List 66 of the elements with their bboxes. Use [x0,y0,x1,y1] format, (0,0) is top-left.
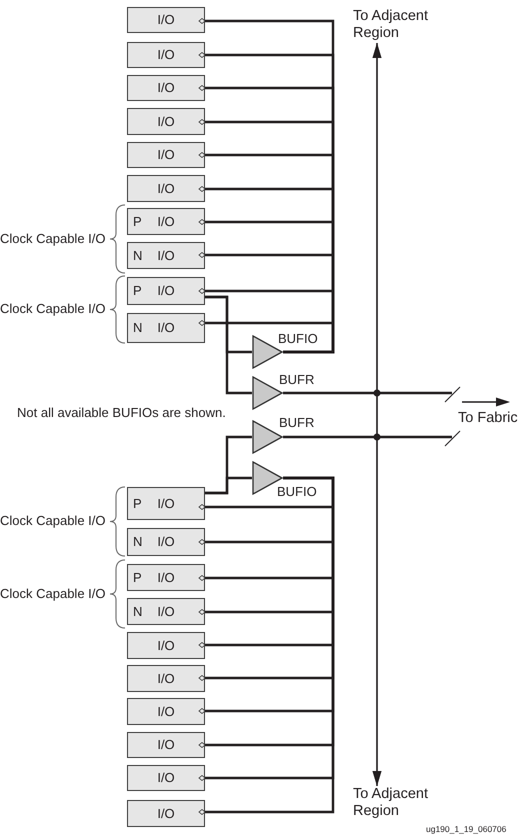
io-block [127,564,205,591]
destination-label: To Fabric [458,410,518,428]
wire [283,392,452,394]
io-label: I/O [157,12,175,27]
io-label: I/O [157,283,175,298]
io-label: I/O [157,770,175,785]
io-label: I/O [157,180,175,196]
io-label: I/O [157,534,175,549]
io-block [127,598,205,625]
destination-label: To Adjacent Region [353,8,439,43]
io-block [127,277,205,305]
io-label: I/O [157,320,175,335]
io-label: I/O [157,214,175,228]
io-block [127,313,205,343]
wire [205,476,252,494]
io-block [127,108,205,135]
io-block [127,665,205,692]
io-label: I/O [157,638,175,652]
io-block [127,632,205,659]
io-block [127,732,205,758]
polarity-label: N [133,248,142,262]
io-block [127,175,205,202]
buffer-name-label: BUFIO [277,484,317,500]
polarity-label: P [133,496,142,510]
polarity-label: P [133,283,142,298]
buffer-name-label: BUFIO [278,331,318,347]
wire [205,296,252,394]
io-block [127,42,205,68]
polarity-label: N [133,604,142,618]
polarity-label: P [133,214,142,228]
io-block [127,765,205,791]
note-text: Not all available BUFIOs are shown. [17,405,226,421]
io-block [127,800,205,827]
io-block [127,698,205,725]
buffer-name-label: BUFR [279,372,314,388]
io-label: I/O [157,670,175,686]
io-label: I/O [157,80,175,95]
io-label: I/O [157,570,175,584]
io-block [127,487,205,520]
wire [283,436,452,438]
polarity-label: N [133,320,142,335]
io-label: I/O [157,47,175,62]
io-label: I/O [157,737,175,752]
io-block [127,75,205,101]
io-label: I/O [157,114,175,128]
destination-label: To Adjacent Region [353,786,439,821]
figure-id: ug190_1_19_060706 [426,824,506,834]
group-label: Clock Capable I/O [0,586,106,602]
io-block [127,528,205,556]
polarity-label: P [133,570,142,584]
group-label: Clock Capable I/O [0,513,106,529]
io-block [127,142,205,168]
io-label: I/O [157,806,175,820]
io-label: I/O [157,248,175,262]
io-label: I/O [157,704,175,718]
io-block [127,7,205,33]
io-label: I/O [157,496,175,510]
io-block [127,208,205,235]
io-label: I/O [157,147,175,162]
io-label: I/O [157,604,175,618]
group-label: Clock Capable I/O [0,301,106,317]
polarity-label: N [133,534,142,549]
io-block [127,242,205,269]
group-label: Clock Capable I/O [0,231,106,247]
wire [198,320,334,354]
buffer-name-label: BUFR [279,415,314,431]
